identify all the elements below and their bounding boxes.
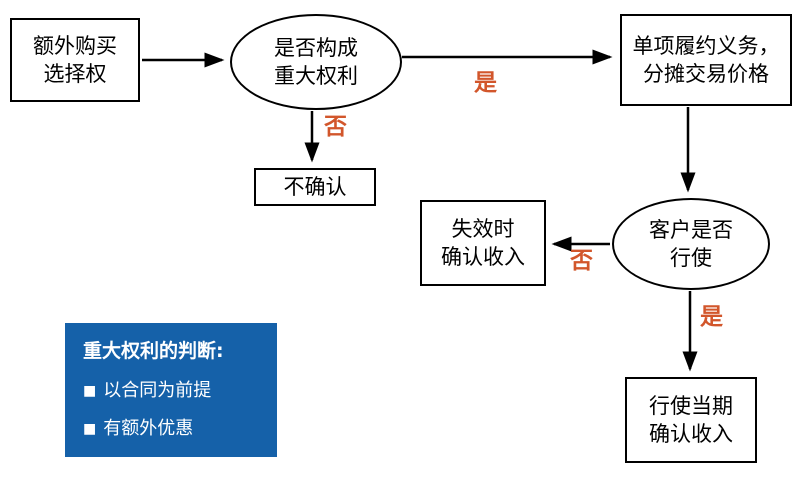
node-no-recognition: 不确认 [254, 168, 376, 206]
edge-label-no-expire: 否 [570, 248, 593, 274]
legend-item-text: 有额外优惠 [103, 418, 194, 440]
legend-panel: 重大权利的判断: ■ 以合同为前提 ■ 有额外优惠 [65, 323, 277, 457]
edge-label-yes-exercise: 是 [700, 304, 723, 330]
node-allocate-price: 单项履约义务， 分摊交易价格 [620, 14, 792, 106]
square-bullet-icon: ■ [83, 382, 97, 399]
node-decision-customer-exercise: 客户是否 行使 [612, 198, 770, 290]
edge-label-yes-allocate: 是 [474, 70, 497, 96]
square-bullet-icon: ■ [83, 421, 97, 438]
node-exercise-recognize: 行使当期 确认收入 [625, 377, 757, 463]
legend-item-text: 以合同为前提 [103, 379, 212, 401]
node-expire-recognize: 失效时 确认收入 [420, 200, 546, 286]
legend-item: ■ 有额外优惠 [83, 418, 259, 440]
edge-label-no-no-recognition: 否 [324, 114, 347, 140]
node-start: 额外购买 选择权 [10, 18, 140, 102]
legend-title: 重大权利的判断: [83, 340, 224, 362]
legend-item: ■ 以合同为前提 [83, 380, 259, 402]
node-decision-material-right: 是否构成 重大权利 [230, 14, 402, 110]
